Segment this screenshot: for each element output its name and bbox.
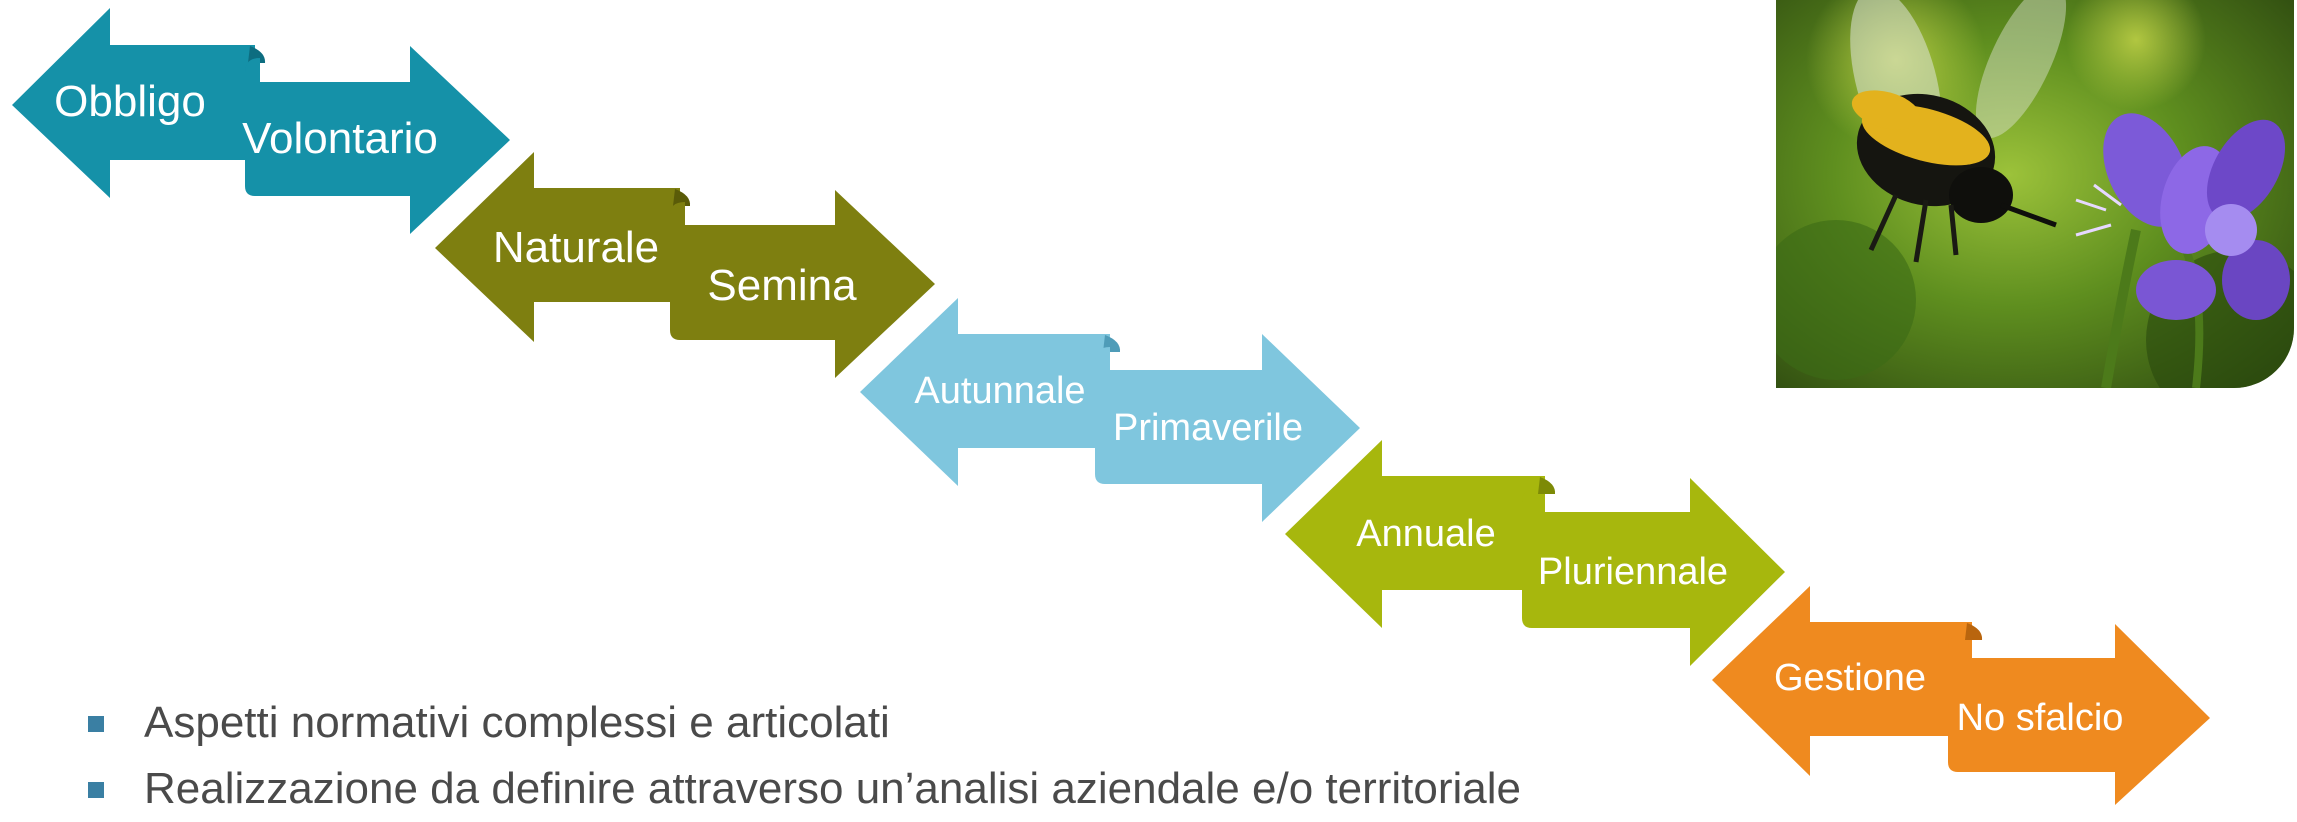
step-5-right-arrow	[1948, 624, 2210, 805]
bullet-item-1: Aspetti normativi complessi e articolati	[88, 690, 1521, 756]
bullet-item-2: Realizzazione da definire attraverso un’…	[88, 756, 1521, 822]
step-4-right-arrow	[1522, 478, 1785, 666]
choice-arrows-diagram: Obbligo Volontario Naturale Semina Autun…	[12, 8, 2210, 805]
bumblebee-photo	[1776, 0, 2294, 388]
step-3-left-arrow	[860, 298, 1110, 486]
step-1: Obbligo Volontario	[12, 8, 510, 234]
step-5-right-label: No sfalcio	[1957, 697, 2124, 739]
step-1-left-arrow	[12, 8, 255, 198]
bumblebee-on-flower-icon	[1776, 0, 2294, 388]
step-2-right-arrow	[670, 190, 935, 378]
step-2-left-arrow	[435, 152, 680, 342]
bullet-list: Aspetti normativi complessi e articolati…	[88, 690, 1521, 822]
step-5-scroll-curl	[1965, 623, 1983, 640]
step-4-left-label: Annuale	[1356, 513, 1495, 555]
step-1-right-label: Volontario	[242, 114, 438, 163]
step-2-right-label: Semina	[707, 261, 857, 310]
step-2-scroll-curl	[673, 189, 691, 206]
step-4: Annuale Pluriennale	[1285, 440, 1785, 666]
step-4-scroll-curl	[1538, 477, 1556, 494]
step-2-left-label: Naturale	[493, 223, 659, 272]
step-1-left-label: Obbligo	[54, 77, 206, 126]
step-4-right-label: Pluriennale	[1538, 551, 1728, 593]
bullet-text-2: Realizzazione da definire attraverso un’…	[144, 764, 1521, 813]
step-4-left-arrow	[1285, 440, 1545, 628]
step-5-left-arrow	[1712, 586, 1972, 776]
step-5-left-label: Gestione	[1774, 657, 1926, 699]
step-1-scroll-curl	[248, 46, 266, 63]
step-1-right-arrow	[245, 46, 510, 234]
step-3-right-label: Primaverile	[1113, 407, 1303, 449]
step-2: Naturale Semina	[435, 152, 935, 378]
step-3-left-label: Autunnale	[914, 370, 1085, 412]
square-bullet-icon	[88, 716, 104, 732]
step-3: Autunnale Primaverile	[860, 298, 1360, 522]
step-3-right-arrow	[1095, 334, 1360, 522]
bullet-text-1: Aspetti normativi complessi e articolati	[144, 698, 890, 747]
square-bullet-icon	[88, 782, 104, 798]
step-5: Gestione No sfalcio	[1712, 586, 2210, 805]
